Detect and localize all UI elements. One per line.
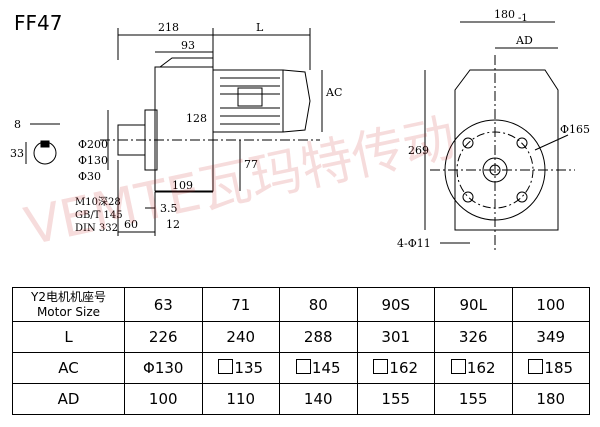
value-text: 135 <box>234 359 264 377</box>
value-cell: 162 <box>356 352 435 384</box>
row-label: L <box>12 321 125 353</box>
size-cell: 71 <box>201 287 280 322</box>
label-93: 93 <box>181 39 195 52</box>
label-thread: M10深28 <box>75 196 121 208</box>
keyway <box>40 140 50 148</box>
label-30: Φ30 <box>78 170 101 183</box>
value-cell: 145 <box>279 352 358 384</box>
label-180-sub: -1 <box>518 13 528 24</box>
value-cell: 301 <box>356 321 435 353</box>
header-label-1: Y2电机机座号 <box>31 289 106 304</box>
label-269: 269 <box>408 144 429 157</box>
row-label: AC <box>12 352 125 384</box>
label-180: 180 <box>494 8 515 21</box>
technical-drawing: FF47 <box>10 8 590 250</box>
label-8: 8 <box>14 118 21 131</box>
front-view <box>424 21 575 250</box>
square-icon <box>218 359 234 374</box>
label-L: L <box>256 21 264 34</box>
value-cell: 288 <box>279 321 358 353</box>
label-109: 109 <box>172 179 193 192</box>
bolt-hole <box>516 191 528 203</box>
value-cell: 240 <box>201 321 280 353</box>
square-icon <box>295 359 311 374</box>
bolt-hole <box>516 137 528 149</box>
value-cell: 185 <box>511 352 590 384</box>
bolt-hole <box>462 137 474 149</box>
value-text: 162 <box>466 359 496 377</box>
leader-165 <box>534 134 569 151</box>
label-218: 218 <box>158 21 179 34</box>
square-icon <box>528 359 544 374</box>
label-std2: DIN 332 <box>75 223 118 234</box>
gearbox-housing <box>154 66 214 192</box>
label-33: 33 <box>10 147 24 160</box>
value-cell: 100 <box>124 383 203 415</box>
label-AD: AD <box>515 34 533 47</box>
label-std1: GB/T 145 <box>75 210 123 221</box>
header-label-2: Motor Size <box>36 304 101 319</box>
size-cell: 90S <box>356 287 435 322</box>
spec-table: Y2电机机座号 Motor Size 63 71 80 90S 90L 100 … <box>12 287 590 415</box>
label-holes: 4-Φ11 <box>397 237 431 250</box>
value-cell: 135 <box>201 352 280 384</box>
label-165: Φ165 <box>560 123 590 136</box>
table-row-AC: AC Φ130 135 145 162 162 185 <box>12 352 590 384</box>
label-AC: AC <box>325 86 342 99</box>
front-housing <box>454 69 559 231</box>
label-60: 60 <box>124 218 138 231</box>
label-200: Φ200 <box>78 138 108 151</box>
value-cell: 162 <box>434 352 513 384</box>
size-cell: 90L <box>434 287 513 322</box>
header-label-cell: Y2电机机座号 Motor Size <box>12 287 125 322</box>
side-view <box>100 28 323 236</box>
terminal-box <box>237 87 263 107</box>
label-128: 128 <box>186 112 207 125</box>
motor-endcap <box>282 69 311 133</box>
size-cell: 63 <box>124 287 203 322</box>
table-row-AD: AD 100 110 140 155 155 180 <box>12 383 590 415</box>
row-label: AD <box>12 383 125 415</box>
table-row-header: Y2电机机座号 Motor Size 63 71 80 90S 90L 100 <box>12 287 590 322</box>
square-icon <box>373 359 389 374</box>
size-cell: 100 <box>511 287 590 322</box>
value-text: 185 <box>544 359 574 377</box>
shaft-section <box>25 123 60 165</box>
value-cell: 155 <box>434 383 513 415</box>
model-title: FF47 <box>14 11 62 35</box>
value-cell: Φ130 <box>124 352 203 384</box>
label-3-5: 3.5 <box>160 202 178 215</box>
dimension-labels: 218 93 L AC 8 33 Φ200 Φ130 Φ30 128 77 10… <box>10 8 590 250</box>
value-text: 145 <box>311 359 341 377</box>
size-cell: 80 <box>279 287 358 322</box>
value-cell: 326 <box>434 321 513 353</box>
table-row-L: L 226 240 288 301 326 349 <box>12 321 590 353</box>
value-cell: 155 <box>356 383 435 415</box>
value-cell: 226 <box>124 321 203 353</box>
label-12: 12 <box>166 218 180 231</box>
label-130: Φ130 <box>78 154 108 167</box>
value-cell: 349 <box>511 321 590 353</box>
motor-body <box>212 69 284 133</box>
value-cell: 140 <box>279 383 358 415</box>
gearbox-top <box>159 57 214 68</box>
value-cell: 110 <box>201 383 280 415</box>
value-text: 162 <box>389 359 419 377</box>
square-icon <box>450 359 466 374</box>
value-cell: 180 <box>511 383 590 415</box>
label-77: 77 <box>244 158 258 171</box>
bolt-hole <box>462 191 474 203</box>
